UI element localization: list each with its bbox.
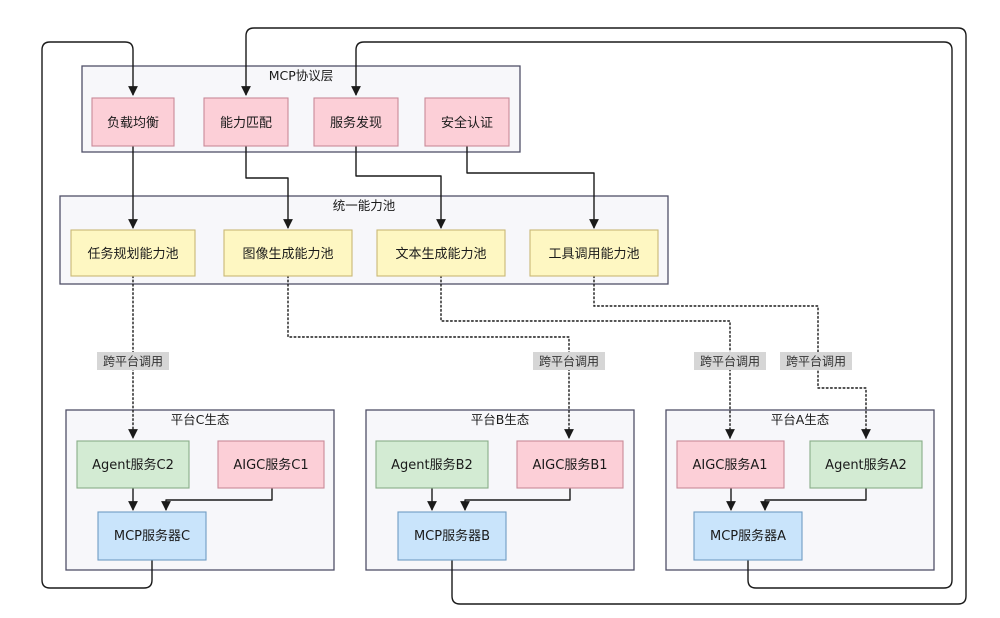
node-mcp-server-a-label: MCP服务器A xyxy=(710,528,786,544)
edge-capability-match-to-image-pool xyxy=(245,146,293,229)
node-image-gen-pool-label: 图像生成能力池 xyxy=(242,247,333,262)
edge-aigc-c1-to-mcp-server-c xyxy=(161,488,273,511)
node-agent-c2: Agent服务C2 xyxy=(76,440,190,489)
node-agent-c2-label: Agent服务C2 xyxy=(92,457,174,473)
edge-image-pool-to-platform-b xyxy=(287,275,574,439)
node-service-discovery: 服务发现 xyxy=(313,97,399,147)
unified-capability-pool-title: 统一能力池 xyxy=(333,198,396,213)
edge-label-cross-platform-c: 跨平台调用 xyxy=(103,354,163,369)
edge-agent-a2-to-mcp-server-a xyxy=(760,488,867,511)
node-aigc-b1-label: AIGC服务B1 xyxy=(532,457,607,473)
node-agent-a2: Agent服务A2 xyxy=(809,440,923,489)
node-text-gen-pool: 文本生成能力池 xyxy=(376,229,506,277)
platform-a-title: 平台A生态 xyxy=(771,412,830,427)
node-agent-b2: Agent服务B2 xyxy=(375,440,489,489)
node-image-gen-pool: 图像生成能力池 xyxy=(223,229,353,277)
node-load-balance-label: 负载均衡 xyxy=(107,116,159,131)
node-security-auth-label: 安全认证 xyxy=(441,115,493,131)
edge-text-pool-to-platform-a1 xyxy=(440,275,735,439)
node-tool-call-pool: 工具调用能力池 xyxy=(529,229,659,277)
node-aigc-b1: AIGC服务B1 xyxy=(516,440,624,489)
edge-label-cross-platform-a1: 跨平台调用 xyxy=(700,354,760,369)
edge-label-cross-platform-a2: 跨平台调用 xyxy=(786,354,846,369)
node-task-planning-pool: 任务规划能力池 xyxy=(70,229,196,277)
platform-b-title: 平台B生态 xyxy=(471,412,530,427)
node-service-discovery-label: 服务发现 xyxy=(330,115,382,131)
mcp-protocol-layer-title: MCP协议层 xyxy=(269,68,334,83)
node-mcp-server-c-label: MCP服务器C xyxy=(114,528,190,544)
node-mcp-server-b-label: MCP服务器B xyxy=(414,528,490,544)
node-text-gen-pool-label: 文本生成能力池 xyxy=(395,247,486,262)
edge-label-cross-platform-b: 跨平台调用 xyxy=(539,354,599,369)
node-agent-a2-label: Agent服务A2 xyxy=(825,457,907,473)
node-aigc-a1: AIGC服务A1 xyxy=(676,440,785,489)
node-mcp-server-b: MCP服务器B xyxy=(397,511,507,561)
edge-mcp-server-b-to-capability-match xyxy=(241,27,967,605)
node-aigc-a1-label: AIGC服务A1 xyxy=(692,457,767,473)
node-agent-b2-label: Agent服务B2 xyxy=(391,457,473,473)
node-capability-match-label: 能力匹配 xyxy=(220,116,272,131)
edge-tool-pool-to-platform-a2 xyxy=(593,275,871,439)
edge-aigc-b1-to-mcp-server-b xyxy=(460,488,571,511)
node-mcp-server-c: MCP服务器C xyxy=(97,511,207,561)
node-mcp-server-a: MCP服务器A xyxy=(693,511,803,561)
node-aigc-c1-label: AIGC服务C1 xyxy=(233,457,308,473)
platform-c-title: 平台C生态 xyxy=(171,412,230,427)
node-load-balance: 负载均衡 xyxy=(91,97,175,147)
edge-mcp-server-c-to-load-balance xyxy=(41,41,153,589)
node-capability-match: 能力匹配 xyxy=(203,97,289,147)
edge-mcp-server-a-to-service-discovery xyxy=(351,41,953,589)
node-security-auth: 安全认证 xyxy=(424,97,510,147)
node-aigc-c1: AIGC服务C1 xyxy=(217,440,325,489)
edge-labels: 跨平台调用 跨平台调用 跨平台调用 跨平台调用 xyxy=(97,352,852,370)
node-tool-call-pool-label: 工具调用能力池 xyxy=(548,247,639,262)
connectors xyxy=(41,27,967,605)
edge-service-discovery-to-text-pool xyxy=(355,146,446,229)
edge-security-auth-to-tool-pool xyxy=(466,146,599,229)
node-task-planning-pool-label: 任务规划能力池 xyxy=(87,246,178,262)
